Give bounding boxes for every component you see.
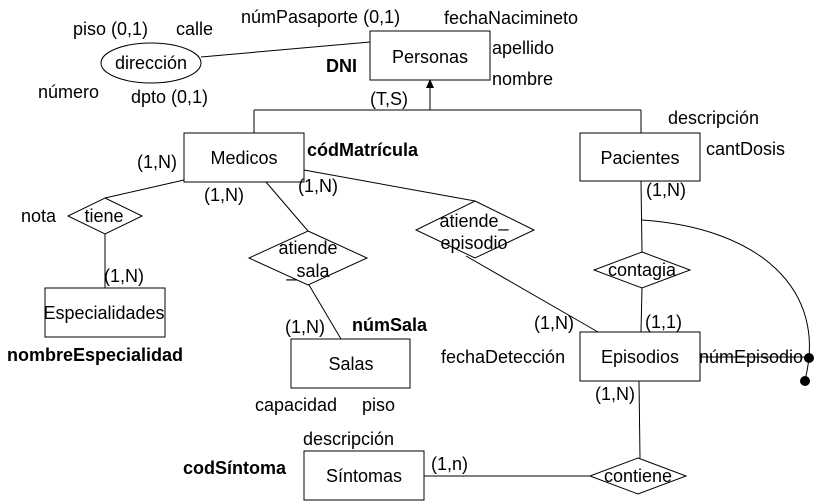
edge-contagia-arc (641, 219, 810, 381)
hierarchy-arrowhead (426, 79, 434, 88)
key-dot-num-episodio (804, 353, 814, 363)
card-sintomas-contiene: (1,n) (431, 454, 468, 474)
card-medicos-episodio: (1,N) (298, 176, 338, 196)
entity-especialidades-label: Especialidades (43, 303, 164, 323)
entity-sintomas[interactable]: Síntomas (303, 450, 425, 501)
relationship-atiende-episodio[interactable]: atiende_ episodio (414, 200, 536, 259)
attr-num-episodio: númEpisodio (699, 347, 803, 367)
relationship-atiende-episodio-diamond (414, 200, 536, 259)
entity-salas-box (290, 338, 411, 389)
relationship-atiende-sala[interactable]: atiende _sala (247, 230, 369, 286)
entity-medicos-box (183, 132, 305, 183)
composite-attribute-direccion[interactable]: dirección (100, 42, 202, 84)
attr-num-episodio-clip: númEpisodio (699, 347, 803, 367)
entity-pacientes-label: Pacientes (600, 148, 679, 168)
edge-sala-salas (308, 284, 342, 340)
entity-medicos-label: Medicos (210, 148, 277, 168)
card-contagia-episodios: (1,1) (645, 312, 682, 332)
edge-medicos-episodio (303, 169, 476, 202)
edge-episodio-episodios (465, 255, 599, 333)
attr-nota: nota (21, 206, 57, 226)
attr-calle: calle (176, 19, 213, 39)
card-episodios-contiene: (1,N) (595, 384, 635, 404)
composite-attribute-direccion-label: dirección (115, 53, 187, 73)
card-medicos-sala: (1,N) (204, 185, 244, 205)
entity-pacientes[interactable]: Pacientes (579, 132, 701, 182)
attr-num-pasaporte: númPasaporte (0,1) (241, 7, 400, 27)
relationship-atiende-sala-label-1: atiende (278, 238, 337, 258)
edges (104, 41, 810, 477)
attr-fecha-deteccion: fechaDetección (441, 347, 565, 367)
entity-medicos[interactable]: Medicos (183, 132, 305, 183)
entity-personas[interactable]: Personas (369, 30, 491, 81)
card-episodio-episodios: (1,N) (534, 313, 574, 333)
relationship-contiene-label: contiene (604, 466, 672, 486)
entity-especialidades[interactable]: Especialidades (43, 287, 166, 338)
relationship-atiende-sala-diamond (247, 230, 369, 286)
attr-dni: DNI (326, 56, 357, 76)
edge-medicos-tiene (104, 179, 185, 199)
card-tiene-especialidades: (1,N) (104, 266, 144, 286)
attr-descripcion-paciente: descripción (668, 108, 759, 128)
entity-episodios-box (579, 331, 701, 382)
relationship-contagia-diamond (592, 251, 692, 289)
relationship-tiene-label: tiene (84, 206, 123, 226)
relationship-contiene[interactable]: contiene (588, 457, 688, 495)
composite-attribute-direccion-ellipse (100, 42, 202, 84)
card-sala-salas: (1,N) (285, 317, 325, 337)
edge-direccion-personas (200, 41, 371, 58)
attr-dpto: dpto (0,1) (131, 87, 208, 107)
edge-medicos-sala (265, 181, 309, 232)
relationship-atiende-episodio-label-2: episodio (440, 233, 507, 253)
attr-nombre: nombre (492, 69, 553, 89)
relationship-contagia[interactable]: contagia (592, 251, 692, 289)
attr-fecha-nacimiento: fechaNacimineto (444, 8, 578, 28)
attr-numero: número (38, 82, 99, 102)
edge-episodios-contiene (638, 380, 641, 459)
key-dot-arc-end (800, 376, 810, 386)
entity-sintomas-label: Síntomas (326, 466, 402, 486)
attr-cod-sintoma: codSíntoma (183, 458, 287, 478)
cardinalities: (1,N) (1,N) (1,N) (1,N) (1,N) (1,N) (1,N… (104, 152, 686, 474)
card-medicos-tiene: (1,N) (137, 152, 177, 172)
entity-episodios-label: Episodios (601, 347, 679, 367)
entity-personas-box (369, 30, 491, 81)
attr-piso-sala: piso (362, 395, 395, 415)
attributes: piso (0,1) calle número dpto (0,1) númPa… (7, 7, 785, 478)
entity-salas-label: Salas (328, 354, 373, 374)
entity-personas-label: Personas (392, 47, 468, 67)
card-pacientes-contagia: (1,N) (646, 180, 686, 200)
entity-episodios[interactable]: Episodios (579, 331, 701, 382)
edge-contagia-episodios (640, 287, 643, 333)
relationship-atiende-sala-label-2: _sala (285, 261, 330, 282)
relationship-contagia-label: contagia (608, 260, 677, 280)
attr-apellido: apellido (492, 38, 554, 58)
attr-cant-dosis: cantDosis (706, 139, 785, 159)
entity-sintomas-box (303, 450, 425, 501)
relationship-contiene-diamond (588, 457, 688, 495)
relationship-atiende-episodio-label-1: atiende_ (439, 211, 509, 232)
attr-descripcion-sintoma: descripción (303, 429, 394, 449)
hierarchy-constraint: (T,S) (370, 89, 408, 109)
attr-num-sala: númSala (352, 315, 428, 335)
attr-capacidad: capacidad (255, 395, 337, 415)
attr-piso: piso (0,1) (73, 19, 148, 39)
relationship-tiene[interactable]: tiene (66, 197, 144, 235)
edge-pacientes-contagia (640, 180, 643, 253)
attr-cod-matricula: códMatrícula (307, 140, 419, 160)
entity-salas[interactable]: Salas (290, 338, 411, 389)
relationship-tiene-diamond (66, 197, 144, 235)
entity-especialidades-box (44, 287, 166, 338)
entity-pacientes-box (579, 132, 701, 182)
attr-nombre-especialidad: nombreEspecialidad (7, 345, 183, 365)
